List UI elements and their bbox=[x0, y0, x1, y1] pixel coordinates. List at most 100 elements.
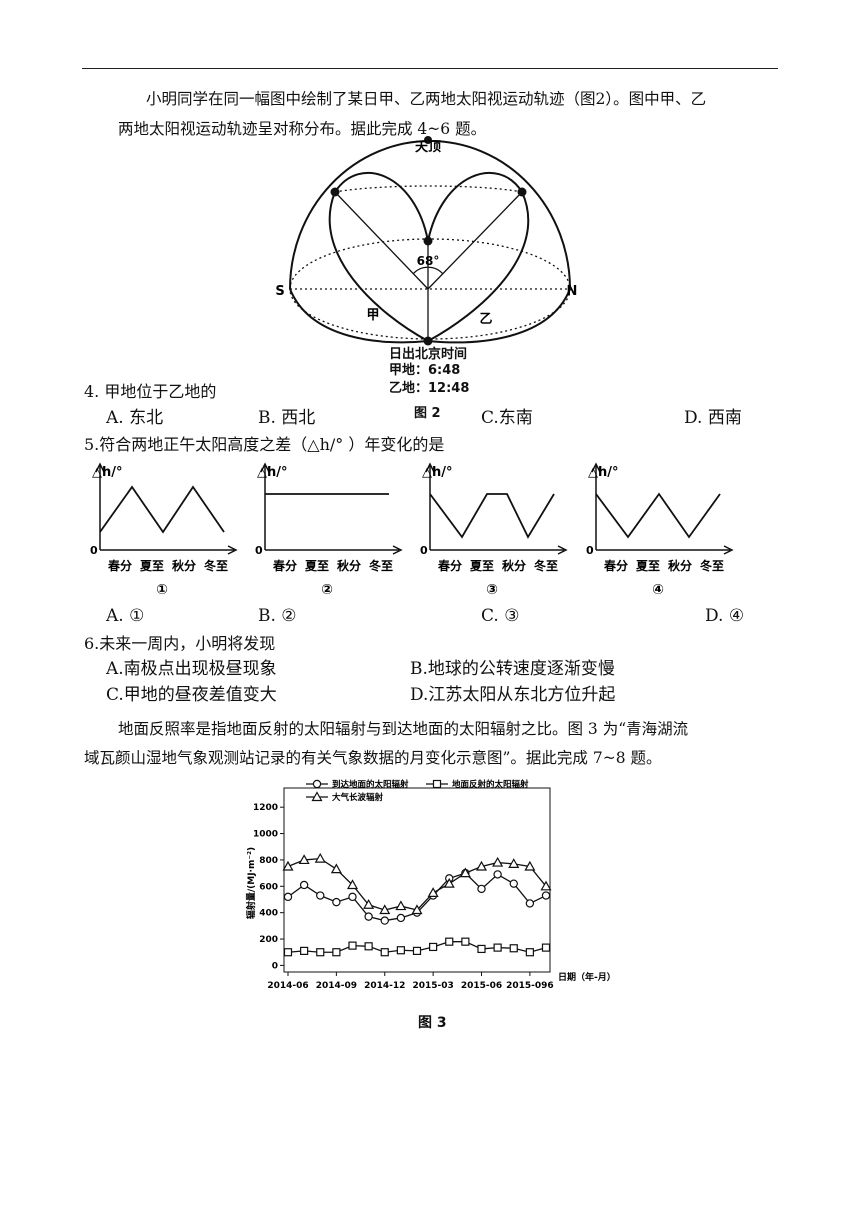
circle-marker bbox=[477, 884, 486, 894]
circle-marker bbox=[283, 892, 293, 902]
square-marker bbox=[432, 779, 442, 789]
x-tick-label: 秋分 bbox=[172, 558, 196, 573]
legend-label: 到达地面的太阳辐射 bbox=[332, 779, 409, 790]
chart-number: ② bbox=[321, 582, 333, 598]
q5-chart-3: △h/°0春分夏至秋分冬至③ bbox=[420, 462, 568, 598]
q6-option-c[interactable]: C.甲地的昼夜差值变大 bbox=[106, 685, 277, 705]
axis-label: △h/° bbox=[422, 465, 453, 480]
triangle-marker bbox=[459, 867, 471, 878]
square-marker bbox=[525, 948, 534, 957]
q5-chart-4: △h/°0春分夏至秋分冬至④ bbox=[586, 462, 734, 598]
sunrise-dot bbox=[423, 336, 433, 346]
x-tick-label: 夏至 bbox=[305, 559, 329, 573]
x-axis-arrow bbox=[227, 545, 238, 555]
q5-option-d[interactable]: D. ④ bbox=[705, 606, 745, 626]
x-axis-arrow bbox=[557, 545, 568, 555]
y-axis-label: 辐射量/(MJ·m⁻²) bbox=[245, 847, 257, 919]
q4-option-d[interactable]: D. 西南 bbox=[684, 408, 742, 428]
q6-option-b[interactable]: B.地球的公转速度逐渐变慢 bbox=[410, 659, 615, 679]
chart-number: ③ bbox=[486, 582, 498, 598]
q5-option-a[interactable]: A. ① bbox=[106, 606, 145, 626]
y-axis-arrow bbox=[591, 462, 601, 473]
triangle-marker bbox=[314, 852, 326, 863]
upper-dotted-arc bbox=[334, 185, 523, 193]
x-tick-label: 秋分 bbox=[668, 558, 692, 573]
circle-marker bbox=[364, 912, 373, 921]
square-marker bbox=[445, 937, 454, 946]
q5-option-c[interactable]: C. ③ bbox=[481, 606, 520, 626]
square-marker bbox=[412, 946, 422, 956]
circle-marker bbox=[299, 880, 309, 890]
circle-marker bbox=[509, 879, 518, 888]
figure-2-sun-path: 天顶 68° S N 甲 乙 bbox=[275, 136, 577, 346]
square-marker bbox=[316, 948, 325, 957]
y-tick-label: 400 bbox=[259, 909, 278, 919]
series-line-3 bbox=[287, 857, 547, 911]
chart-number: ① bbox=[156, 582, 168, 598]
x-tick-label: 春分 bbox=[272, 558, 297, 573]
triangle-marker bbox=[508, 858, 520, 868]
square-marker bbox=[283, 948, 293, 957]
triangle-marker bbox=[282, 860, 294, 871]
circle-marker bbox=[348, 892, 357, 902]
figure-3-caption: 图 3 bbox=[418, 1015, 447, 1031]
y-axis-arrow bbox=[95, 462, 105, 473]
x-tick-label: 春分 bbox=[437, 558, 462, 573]
q6-option-a[interactable]: A.南极点出现极昼现象 bbox=[106, 659, 277, 679]
yi-sun-path bbox=[427, 171, 530, 342]
legend-label: 地面反射的太阳辐射 bbox=[452, 779, 529, 790]
square-marker bbox=[477, 944, 486, 954]
x-tick-label: 秋分 bbox=[337, 558, 361, 573]
circle-marker bbox=[312, 779, 322, 789]
q6-stem: 6.未来一周内，小明将发现 bbox=[84, 634, 276, 653]
zero-label: 0 bbox=[90, 544, 98, 557]
chart-number: ④ bbox=[652, 582, 664, 598]
circle-marker bbox=[332, 897, 341, 907]
triangle-marker bbox=[492, 856, 504, 867]
sun-dot-right bbox=[517, 187, 527, 197]
ray-left bbox=[334, 191, 429, 290]
q6-option-d[interactable]: D.江苏太阳从东北方位升起 bbox=[410, 685, 616, 705]
square-marker bbox=[348, 941, 357, 950]
q5-chart-1: △h/°0春分夏至秋分冬至① bbox=[90, 462, 238, 598]
q5-option-b[interactable]: B. ② bbox=[258, 606, 297, 626]
triangle-marker bbox=[475, 860, 488, 871]
intro2-line-1: 地面反照率是指地面反射的太阳辐射与到达地面的太阳辐射之比。图 3 为“青海湖流 bbox=[118, 720, 689, 738]
triangle-marker bbox=[379, 904, 391, 915]
triangle-marker bbox=[330, 863, 342, 874]
x-tick-label: 夏至 bbox=[140, 559, 164, 573]
sun-dot-mid bbox=[423, 236, 433, 246]
triangle-marker bbox=[363, 899, 375, 909]
y-tick-label: 800 bbox=[259, 856, 278, 866]
zero-label: 0 bbox=[586, 544, 594, 557]
square-marker bbox=[332, 948, 341, 957]
delta-h-line bbox=[429, 493, 555, 539]
circle-marker bbox=[541, 891, 551, 900]
square-marker bbox=[380, 948, 389, 957]
x-tick-label: 2014-12 bbox=[364, 981, 405, 991]
angle-label: 68° bbox=[417, 254, 440, 268]
legend-label: 大气长波辐射 bbox=[332, 792, 384, 803]
triangle-marker bbox=[411, 904, 423, 915]
x-tick-label: 春分 bbox=[107, 558, 132, 573]
x-tick-label: 冬至 bbox=[534, 558, 558, 573]
x-tick-label: 2015-03 bbox=[412, 981, 453, 991]
q4-option-b[interactable]: B. 西北 bbox=[258, 408, 316, 428]
angle-arc bbox=[412, 266, 444, 275]
q4-option-c[interactable]: C.东南 bbox=[481, 408, 533, 428]
circle-marker bbox=[396, 913, 406, 923]
x-tick-label: 2015-096 bbox=[506, 981, 554, 991]
south-label: S bbox=[275, 284, 284, 299]
y-axis-arrow bbox=[260, 462, 270, 473]
triangle-marker bbox=[346, 879, 359, 890]
triangle-marker bbox=[540, 880, 552, 891]
q4-option-a[interactable]: A. 东北 bbox=[106, 408, 164, 428]
x-tick-label: 冬至 bbox=[369, 558, 393, 573]
y-tick-label: 1000 bbox=[253, 830, 278, 840]
figure-2-caption: 图 2 bbox=[414, 406, 441, 421]
yi-time: 乙地：12:48 bbox=[389, 381, 470, 396]
y-tick-label: 200 bbox=[259, 935, 278, 945]
x-tick-label: 春分 bbox=[603, 558, 628, 573]
sunrise-title: 日出北京时间 bbox=[389, 347, 468, 362]
zero-label: 0 bbox=[255, 544, 263, 557]
